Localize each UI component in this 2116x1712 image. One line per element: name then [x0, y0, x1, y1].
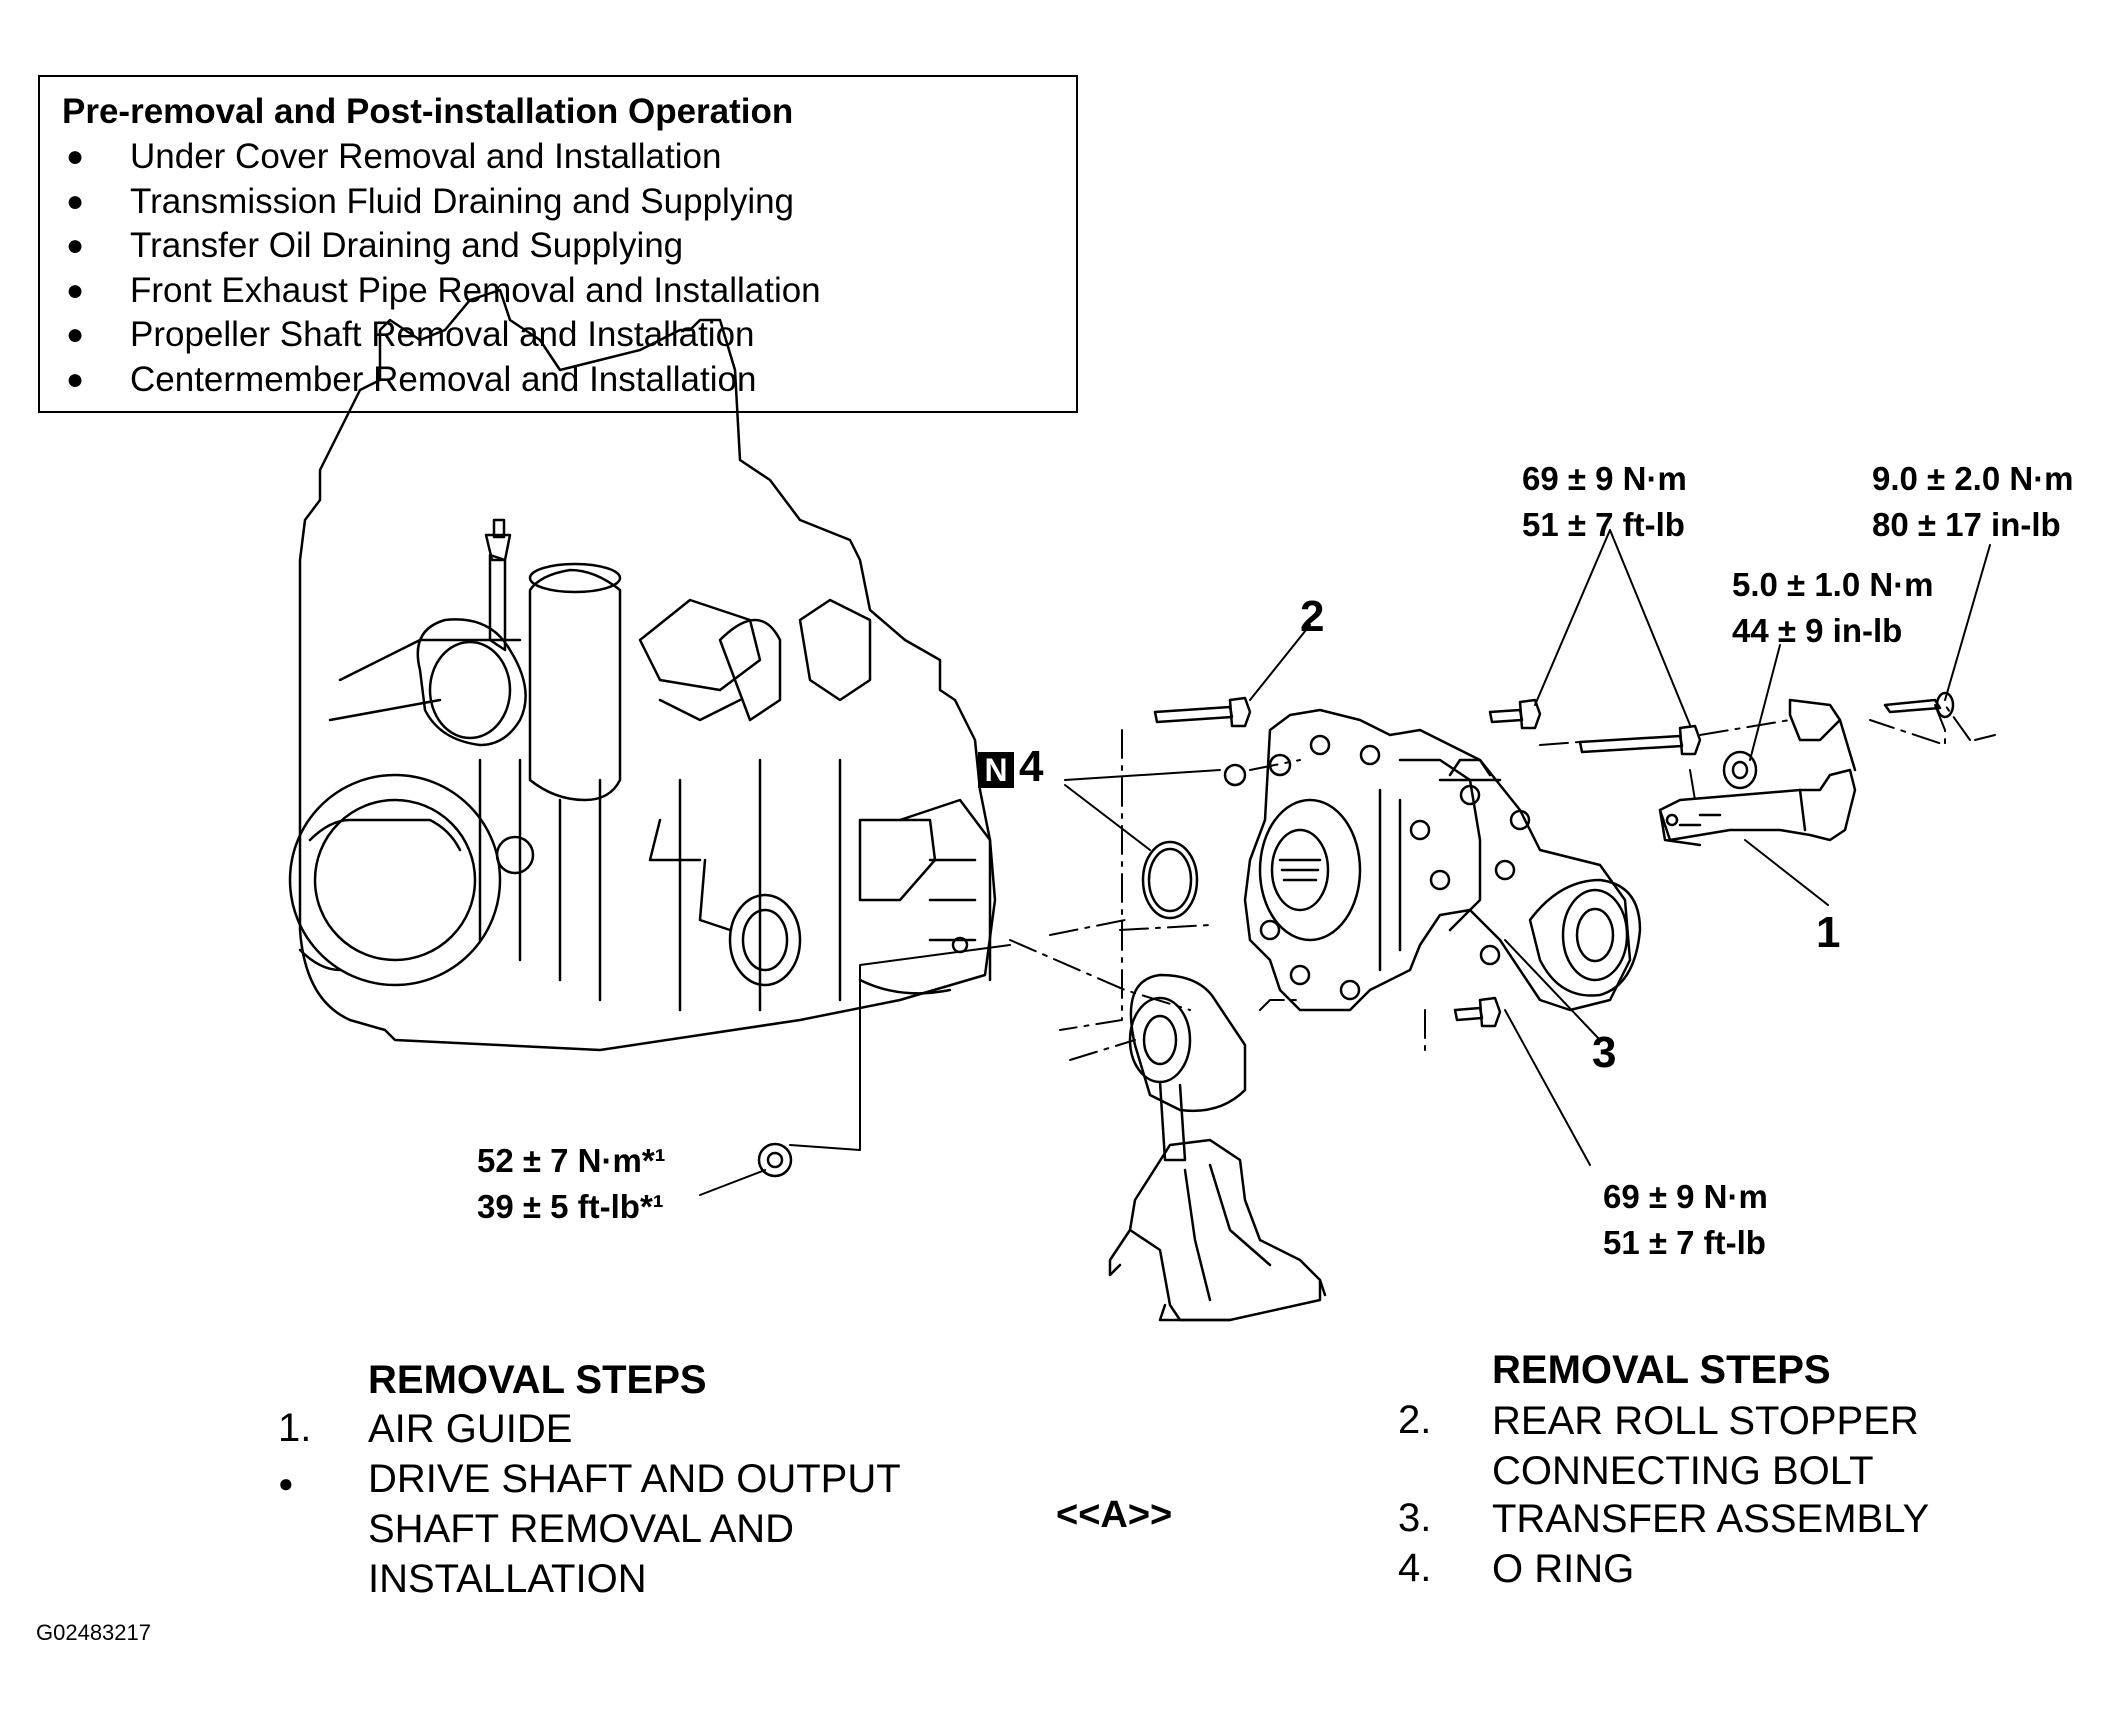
torque-label-mid-right: 5.0 ± 1.0 N·m 44 ± 9 in-lb — [1732, 566, 1934, 649]
assembly-lines — [1009, 704, 1996, 1061]
step-text: DRIVE SHAFT AND OUTPUT SHAFT REMOVAL AND… — [368, 1457, 901, 1601]
pre-removal-list: ●Under Cover Removal and Installation ●T… — [62, 135, 1054, 402]
bullet-icon: ● — [66, 273, 85, 307]
steps-left-title: REMOVAL STEPS — [368, 1358, 707, 1402]
pre-removal-item: ●Transfer Oil Draining and Supplying — [62, 224, 1054, 269]
bolts — [757, 696, 1702, 1178]
pre-removal-item: ●Front Exhaust Pipe Removal and Installa… — [62, 269, 1054, 314]
step-marker: 1. — [278, 1406, 312, 1450]
transfer-assembly-illustration — [1243, 708, 1642, 1012]
pre-removal-item: ●Propeller Shaft Removal and Installatio… — [62, 313, 1054, 358]
step-text: REAR ROLL STOPPER CONNECTING BOLT — [1492, 1399, 1919, 1493]
bullet-icon: ● — [66, 229, 85, 262]
torque-label-top-right: 9.0 ± 2.0 N·m 80 ± 17 in-lb — [1872, 460, 2074, 543]
step-marker: 2. — [1398, 1398, 1432, 1442]
roll-stopper-illustration — [1108, 973, 1327, 1322]
procedure-marker: <<A>> — [1056, 1494, 1173, 1536]
bullet-icon: ● — [66, 184, 85, 218]
bullet-icon: ● — [66, 362, 85, 396]
bullet-icon: ● — [66, 318, 85, 351]
step-text: AIR GUIDE — [368, 1407, 573, 1451]
callout-3: 3 — [1592, 1028, 1617, 1077]
pre-removal-box: Pre-removal and Post-installation Operat… — [38, 75, 1078, 413]
callout-1: 1 — [1816, 908, 1841, 957]
pre-removal-item: ●Under Cover Removal and Installation — [62, 135, 1054, 180]
air-guide-illustration — [1658, 691, 1955, 847]
pre-removal-title: Pre-removal and Post-installation Operat… — [62, 92, 794, 131]
step-text: TRANSFER ASSEMBLY — [1492, 1497, 1930, 1541]
callout-4: 4 — [1019, 742, 1044, 791]
torque-label-bottom-right: 69 ± 9 N·m 51 ± 7 ft-lb — [1603, 1178, 1768, 1261]
step-marker: ● — [278, 1468, 294, 1498]
leader-lines — [699, 529, 1991, 1196]
callout-2: 2 — [1300, 592, 1325, 641]
step-text: O RING — [1492, 1547, 1635, 1591]
steps-right-title: REMOVAL STEPS — [1492, 1348, 1831, 1392]
pre-removal-item: ●Centermember Removal and Installation — [62, 358, 1054, 403]
step-marker: 4. — [1398, 1546, 1432, 1590]
transmission-illustration — [288, 288, 997, 1052]
figure-code: G02483217 — [36, 1620, 151, 1645]
pre-removal-item: ●Transmission Fluid Draining and Supplyi… — [62, 180, 1054, 225]
bullet-icon: ● — [66, 140, 85, 173]
torque-label-top-center: 69 ± 9 N·m 51 ± 7 ft-lb — [1522, 460, 1687, 543]
new-part-badge: N — [978, 752, 1014, 788]
torque-label-bottom-left: 52 ± 7 N·m*¹ 39 ± 5 ft-lb*¹ — [477, 1142, 666, 1225]
step-marker: 3. — [1398, 1496, 1432, 1540]
